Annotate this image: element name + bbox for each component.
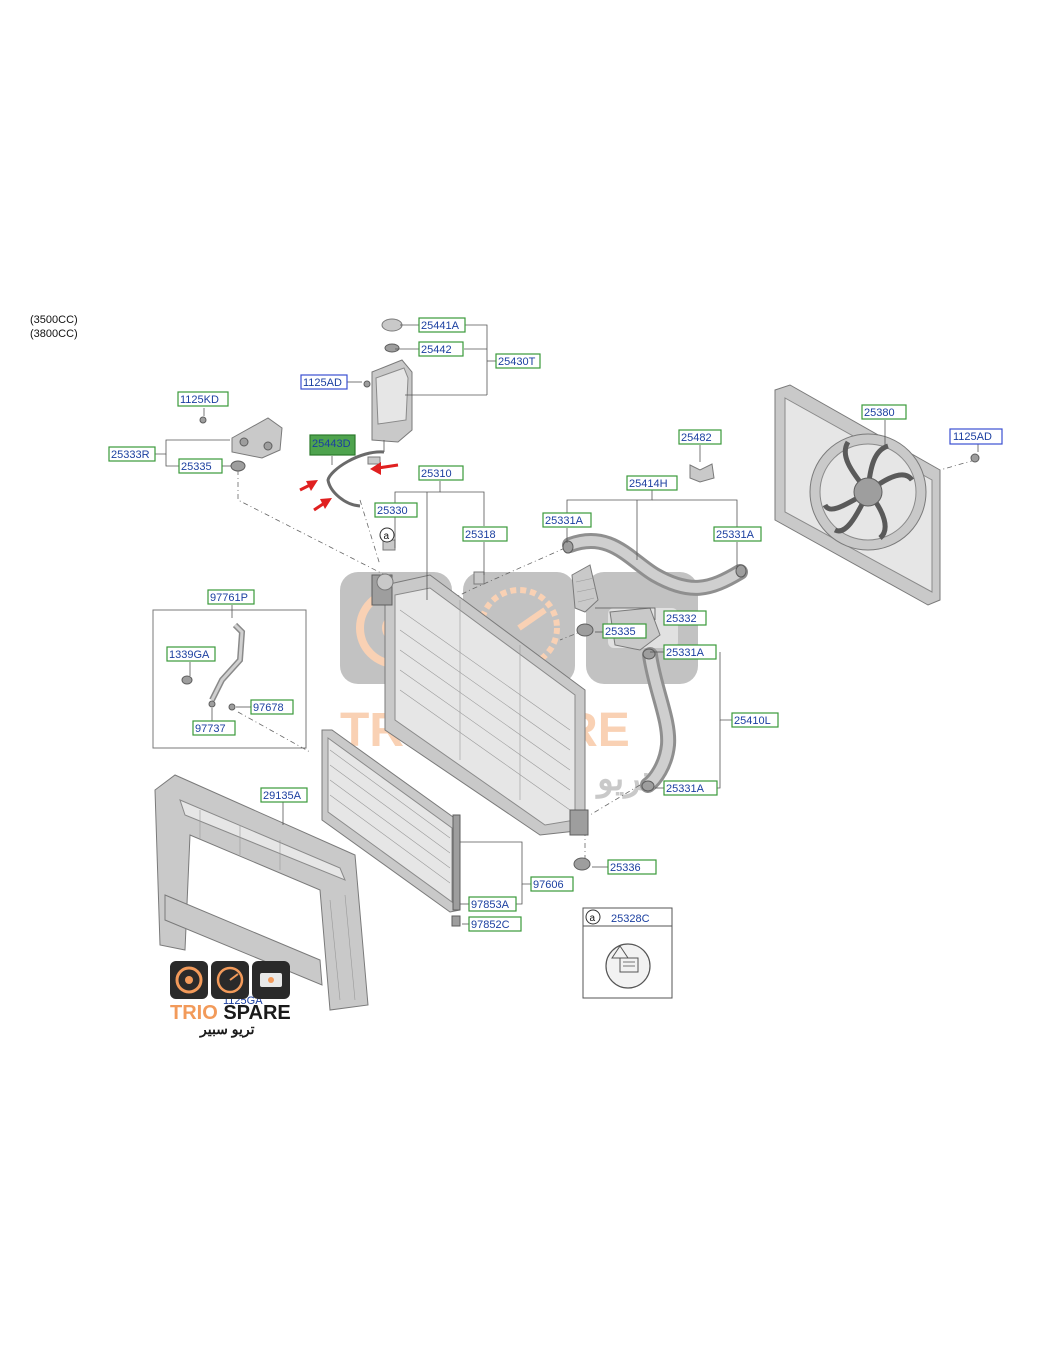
svg-text:97678: 97678 [253, 702, 284, 714]
label-1125AD-right[interactable]: 1125AD [949, 428, 1003, 445]
reservoir-cap-part [381, 318, 403, 353]
label-25330[interactable]: 25330 [374, 502, 418, 518]
label-25336[interactable]: 25336 [607, 859, 657, 875]
svg-text:97761P: 97761P [210, 592, 248, 604]
label-25441A[interactable]: 25441A [418, 317, 466, 333]
label-29135A[interactable]: 29135A [260, 787, 308, 803]
svg-text:1125KD: 1125KD [180, 394, 219, 406]
label-97606[interactable]: 97606 [530, 876, 574, 892]
svg-text:97737: 97737 [195, 723, 226, 735]
svg-text:25332: 25332 [666, 613, 697, 625]
hose-clamp-part [689, 463, 715, 483]
svg-text:25380: 25380 [864, 407, 895, 419]
thermostat-housing-part [571, 564, 599, 637]
logo-brand: TRIO SPARE [170, 1002, 291, 1024]
svg-text:25331A: 25331A [716, 529, 755, 541]
label-25442[interactable]: 25442 [418, 341, 464, 357]
svg-text:29135A: 29135A [263, 790, 302, 802]
label-1339GA[interactable]: 1339GA [166, 646, 216, 662]
svg-text:25331A: 25331A [666, 783, 705, 795]
svg-text:25335: 25335 [605, 626, 636, 638]
ref-marker-a-1: a [379, 527, 395, 543]
svg-text:25331A: 25331A [666, 647, 705, 659]
logo-brand-arabic: تريو سبير [199, 1021, 255, 1038]
svg-text:1125AD: 1125AD [953, 431, 992, 443]
svg-text:25336: 25336 [610, 862, 641, 874]
mount-bush-part [573, 857, 591, 871]
svg-text:a: a [384, 531, 390, 542]
reservoir-part [363, 359, 413, 452]
label-25328C[interactable]: 25328C [611, 913, 650, 925]
label-25331A-b[interactable]: 25331A [713, 526, 762, 542]
svg-text:25331A: 25331A [545, 515, 584, 527]
svg-text:25330: 25330 [377, 505, 408, 517]
svg-text:25310: 25310 [421, 468, 452, 480]
svg-text:25482: 25482 [681, 432, 712, 444]
svg-text:25442: 25442 [421, 344, 452, 356]
label-25482[interactable]: 25482 [678, 429, 722, 445]
svg-text:25414H: 25414H [629, 478, 668, 490]
label-25380[interactable]: 25380 [861, 404, 907, 420]
part-labels: 25441A 25442 25430T 1125AD 1125KD 25333R… [108, 317, 1003, 1007]
svg-text:25328C: 25328C [611, 913, 650, 925]
radiator-part [371, 573, 589, 836]
label-97678[interactable]: 97678 [250, 699, 294, 715]
label-97852C[interactable]: 97852C [468, 916, 522, 932]
label-25331A-d[interactable]: 25331A [663, 780, 718, 796]
label-25335-left[interactable]: 25335 [178, 458, 223, 474]
label-25333R[interactable]: 25333R [108, 446, 156, 462]
overflow-hose-part [326, 450, 385, 508]
label-25443D[interactable]: 25443D [309, 434, 356, 456]
drain-plug-part [473, 571, 485, 585]
label-25331A-c[interactable]: 25331A [663, 644, 717, 660]
svg-text:25430T: 25430T [498, 356, 536, 368]
svg-text:a: a [590, 913, 596, 924]
label-25332[interactable]: 25332 [663, 610, 707, 626]
label-25335-mid[interactable]: 25335 [602, 623, 647, 639]
ac-bracket-part [181, 622, 246, 711]
svg-text:97606: 97606 [533, 879, 564, 891]
label-97853A[interactable]: 97853A [468, 896, 517, 912]
label-97737[interactable]: 97737 [192, 720, 236, 736]
leader-lines [155, 324, 979, 996]
label-25318[interactable]: 25318 [462, 526, 508, 542]
label-25430T[interactable]: 25430T [495, 353, 541, 369]
detail-box-25328C [582, 907, 673, 999]
condenser-part [321, 729, 461, 927]
lower-hose-part [640, 647, 677, 793]
label-25410L[interactable]: 25410L [731, 712, 779, 728]
bracket-part [199, 416, 283, 472]
label-97761P[interactable]: 97761P [207, 589, 255, 605]
label-25414H[interactable]: 25414H [626, 475, 678, 491]
engine-note-2: (3800CC) [30, 328, 78, 340]
svg-text:25443D: 25443D [312, 438, 351, 450]
highlight-arrows [299, 462, 399, 512]
fan-shroud-part [774, 384, 980, 606]
engine-note-1: (3500CC) [30, 314, 78, 326]
svg-text:25335: 25335 [181, 461, 212, 473]
detail-box-97761P [152, 609, 307, 749]
svg-text:1339GA: 1339GA [169, 649, 210, 661]
svg-text:25318: 25318 [465, 529, 496, 541]
hose-clip-part [367, 456, 381, 465]
label-25310[interactable]: 25310 [418, 465, 464, 481]
svg-text:97853A: 97853A [471, 899, 510, 911]
svg-text:25410L: 25410L [734, 715, 771, 727]
label-25331A-a[interactable]: 25331A [542, 512, 592, 528]
upper-hose-part [562, 532, 748, 596]
svg-text:25333R: 25333R [111, 449, 150, 461]
svg-text:97852C: 97852C [471, 919, 510, 931]
label-1125AD-left[interactable]: 1125AD [300, 374, 348, 390]
ref-marker-a-2: a [585, 909, 601, 925]
warning-label-part [605, 943, 651, 989]
label-1125KD[interactable]: 1125KD [177, 391, 229, 407]
brand-logo: TRIO SPARE تريو سبير [170, 961, 291, 1038]
arrow-right-top [377, 463, 399, 470]
svg-text:1125AD: 1125AD [303, 377, 342, 389]
svg-text:25441A: 25441A [421, 320, 460, 332]
